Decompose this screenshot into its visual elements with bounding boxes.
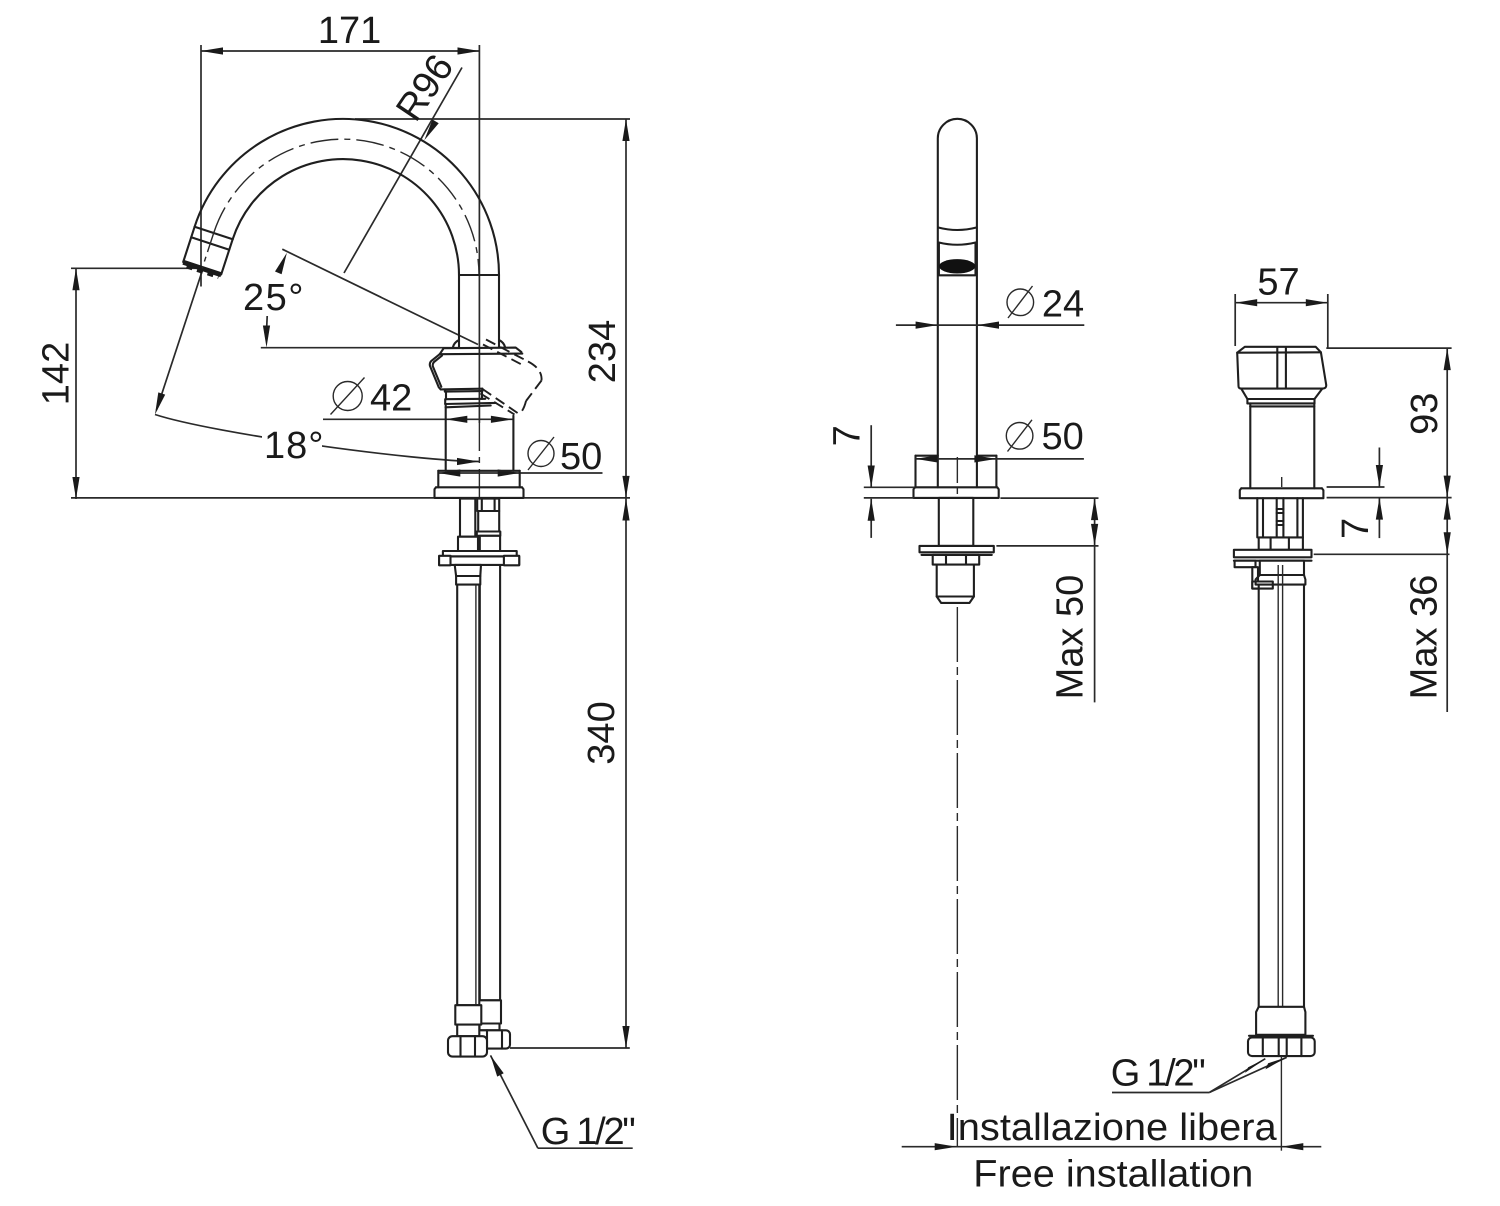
svg-text:93: 93 <box>1404 393 1446 435</box>
svg-text:25°: 25° <box>243 277 305 319</box>
svg-text:24: 24 <box>1042 284 1084 326</box>
svg-text:340: 340 <box>581 701 623 764</box>
svg-text:7: 7 <box>827 425 869 446</box>
svg-text:Free installation: Free installation <box>973 1154 1253 1196</box>
svg-text:50: 50 <box>1042 416 1084 458</box>
svg-text:142: 142 <box>36 342 78 405</box>
svg-text:Installazione libera: Installazione libera <box>947 1107 1278 1149</box>
svg-text:Max 36: Max 36 <box>1404 575 1446 700</box>
svg-text:18°: 18° <box>264 425 324 467</box>
svg-text:171: 171 <box>318 10 381 52</box>
svg-text:234: 234 <box>582 320 624 383</box>
svg-text:50: 50 <box>560 436 602 478</box>
svg-text:42: 42 <box>370 378 412 420</box>
svg-text:57: 57 <box>1257 262 1299 304</box>
svg-text:7: 7 <box>1335 518 1377 539</box>
svg-text:Max 50: Max 50 <box>1050 575 1092 700</box>
svg-text:G 1/2": G 1/2" <box>541 1111 636 1153</box>
svg-text:G 1/2": G 1/2" <box>1111 1053 1206 1095</box>
